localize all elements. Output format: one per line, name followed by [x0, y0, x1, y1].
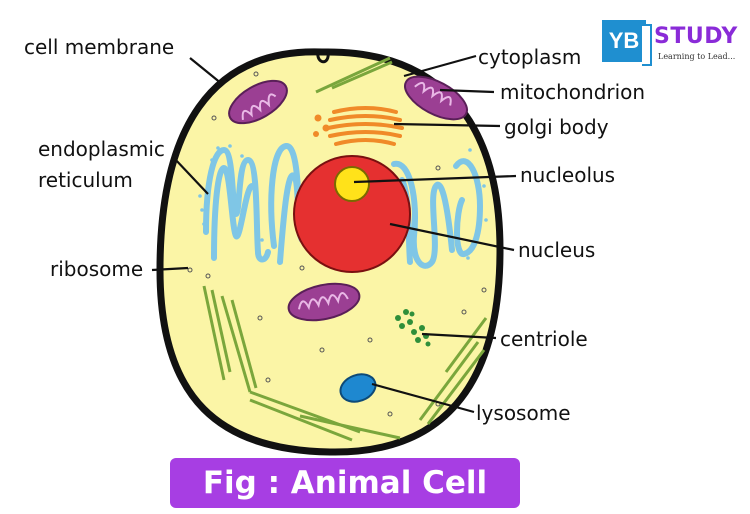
label-cell-membrane: cell membrane	[24, 35, 174, 59]
book-icon	[642, 24, 652, 66]
free-vesicles	[187, 71, 487, 417]
mitochondrion-top-left	[228, 79, 288, 125]
golgi-body	[326, 106, 404, 146]
mitochondrion-bottom	[287, 282, 361, 322]
leader-cytoplasm	[403, 54, 477, 78]
golgi-vesicles	[313, 114, 330, 137]
mitochondrion-top-right	[404, 75, 468, 121]
nucleus	[293, 155, 411, 273]
leader-lysosome	[371, 382, 475, 414]
label-ribosome: ribosome	[50, 257, 143, 281]
label-er-line2: reticulum	[38, 168, 133, 192]
leader-er	[173, 157, 209, 195]
lysosome	[339, 373, 377, 403]
membrane-notch	[316, 51, 330, 64]
logo-brand: STUDY	[654, 24, 738, 49]
leader-cell-membrane	[189, 57, 223, 85]
logo-tagline: Learning to Lead...	[658, 52, 736, 61]
label-centriole: centriole	[500, 327, 588, 351]
figure-caption: Fig : Animal Cell	[170, 458, 520, 508]
ribosome-dots	[198, 144, 488, 260]
leader-lines	[151, 54, 517, 414]
leader-ribosome	[151, 266, 189, 272]
leader-centriole	[421, 332, 497, 340]
leader-golgi	[393, 122, 501, 128]
centriole	[395, 309, 431, 347]
label-mitochondrion: mitochondrion	[500, 80, 645, 104]
label-cytoplasm: cytoplasm	[478, 45, 581, 69]
label-nucleus: nucleus	[518, 238, 595, 262]
label-nucleolus: nucleolus	[520, 163, 615, 187]
leader-mitochondrion	[439, 88, 495, 94]
nucleolus	[334, 166, 370, 202]
cytoskeleton-filaments	[202, 56, 488, 442]
label-lysosome: lysosome	[476, 401, 571, 425]
label-er-line1: endoplasmic	[38, 137, 165, 161]
leader-nucleus	[389, 222, 515, 252]
yb-study-logo: YB STUDY Learning to Lead...	[598, 14, 740, 70]
label-golgi-body: golgi body	[504, 115, 609, 139]
logo-mark: YB	[602, 20, 646, 62]
leader-nucleolus	[353, 174, 517, 184]
